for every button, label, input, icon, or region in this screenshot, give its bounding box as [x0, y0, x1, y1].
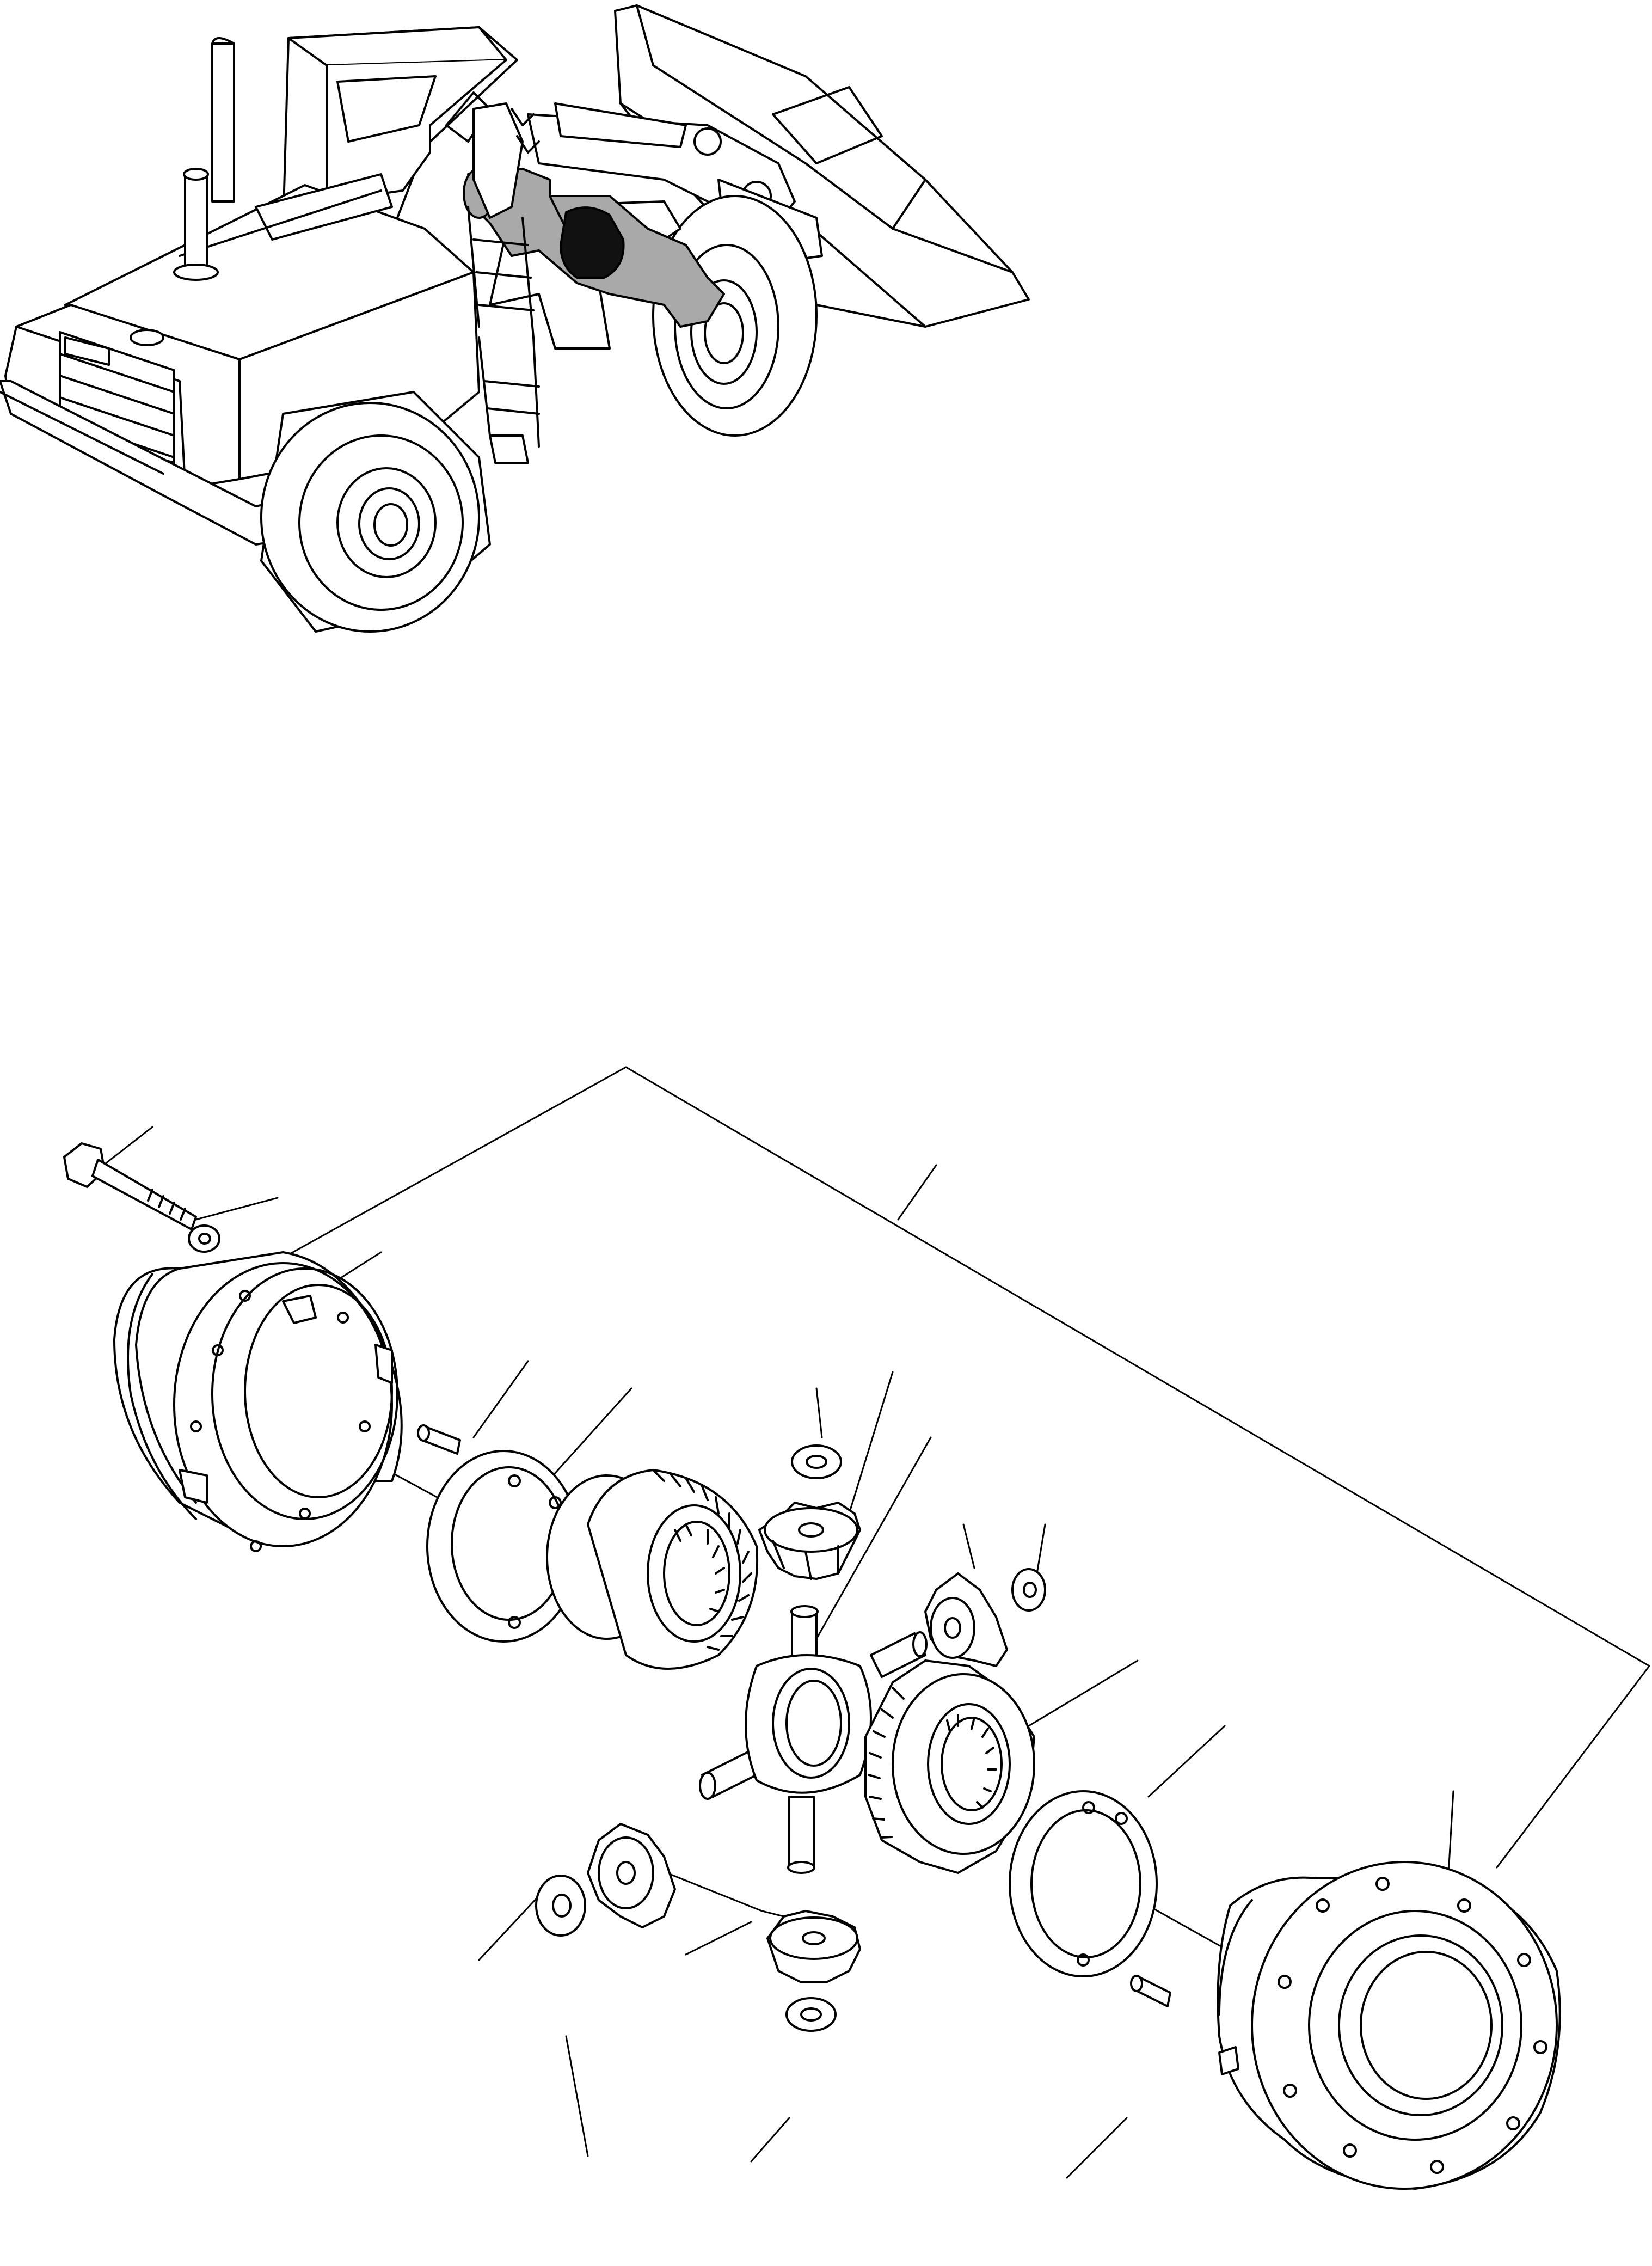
right-side-gear	[864, 1659, 1035, 1874]
spider-cross	[699, 1605, 928, 1874]
left-side-gear	[546, 1469, 759, 1670]
bottom-pinion-gear	[766, 1910, 861, 1983]
right-pinion-gear	[924, 1572, 1008, 1667]
right-differential-case	[1217, 1861, 1561, 2190]
top-pinion-washer	[791, 1444, 842, 1479]
wheel-loader-illustration	[0, 4, 1030, 633]
dowel-pin-left	[417, 1424, 461, 1455]
bottom-left-washer	[535, 1875, 586, 1937]
exhaust-stacks	[173, 37, 235, 281]
top-pinion-gear	[758, 1502, 861, 1580]
access-ladder	[467, 206, 540, 464]
bottom-pinion-washer	[785, 1997, 837, 2032]
differential-exploded-view	[63, 1066, 1651, 2190]
hex-bolt	[63, 1142, 197, 1230]
left-thrust-washer	[426, 1450, 581, 1643]
differential-highlight	[559, 206, 625, 279]
bolt-washer	[188, 1224, 220, 1253]
right-thrust-washer	[1009, 1790, 1158, 1977]
left-differential-case	[113, 1251, 403, 1552]
right-pinion-washer	[1011, 1568, 1046, 1612]
rear-left-wheel	[260, 391, 491, 633]
assembly-bracket-lines	[282, 1066, 1651, 1869]
bottom-left-pinion-gear	[587, 1823, 676, 1928]
dowel-pin-right	[1130, 1975, 1171, 2007]
